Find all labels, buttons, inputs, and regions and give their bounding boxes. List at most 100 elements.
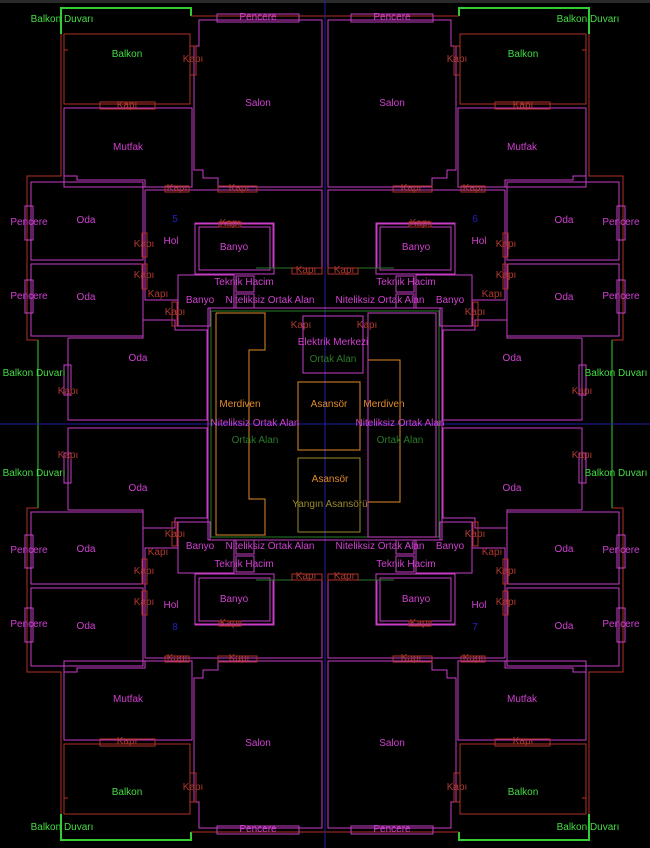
apartment-7-door-label: Kapı [462,653,484,664]
apartment-7-balcony-wall-label: Balkon Duvarı [584,468,648,479]
apartment-6-room-label: Oda [502,353,522,364]
apartment-6-window-label: Pencere [602,291,640,302]
apartment-5-window-label: Pencere [10,217,48,228]
apartment-8-door-label: Kapı [219,618,241,629]
apartment-8-window-label: Pencere [10,545,48,556]
core-unqualified-right-label: Niteliksiz Ortak Alan [355,418,445,429]
apartment-8-door-label: Kapı [57,450,79,461]
apartment-7-kitchen-label: Mutfak [506,694,538,705]
apartment-6-door-label: Kapı [512,100,534,111]
apartment-8-room-label: Oda [76,544,96,555]
apartment-6-salon-label: Salon [379,98,405,109]
apartment-8-technical-shaft-label: Teknik Hacim [214,559,274,570]
apartment-number: 7 [472,622,478,633]
core-unqualified-left-label: Niteliksiz Ortak Alan [210,418,300,429]
apartment-6-door-label: Kapı [446,54,468,65]
apartment-6-window-label: Pencere [602,217,640,228]
apartment-8-door-label: Kapı [182,782,204,793]
apartment-8-balcony-wall-label: Balkon Duvarı [2,468,66,479]
apartment-6-door-label: Kapı [462,183,484,194]
apartment-7-bathroom-label: Banyo [401,594,431,605]
apartment-5-technical-shaft-label: Teknik Hacim [214,277,274,288]
apartment-6-door-label: Kapı [333,265,355,276]
core-outer [207,307,443,541]
apartment-7-hall-label: Hol [471,600,487,611]
apartment-5-door-label: Kapı [164,307,186,318]
apartment-7-door-label: Kapı [495,597,517,608]
apartment-7-door-label: Kapı [571,450,593,461]
apartment-7-common-area-label: Niteliksiz Ortak Alan [335,541,425,552]
apartment-7-room-label: Oda [554,621,574,632]
apartment-7-window-label: Pencere [602,619,640,630]
apartment-5-window-label: Pencere [239,12,277,23]
apartment-5-balcony-wall-label: Balkon Duvarı [30,14,94,25]
apartment-6-hall-label: Hol [471,236,487,247]
apartment-number: 6 [472,214,478,225]
apartment-8-door-label: Kapı [133,597,155,608]
apartment-8-balcony-label: Balkon [111,787,143,798]
apartment-5-room-label: Oda [128,353,148,364]
apartment-6-balcony-wall-label: Balkon Duvarı [556,14,620,25]
apartment-6-door-label: Kapı [464,307,486,318]
core-electric-label: Elektrik Merkezi [297,337,369,348]
apartment-7-door-label: Kapı [495,566,517,577]
apartment-8-hall-label: Hol [163,600,179,611]
apartment-5-door-label: Kapı [219,218,241,229]
apartment-5-window-label: Pencere [10,291,48,302]
apartment-5-room-label: Oda [76,215,96,226]
apartment-7-balcony-label: Balkon [507,787,539,798]
apartment-7-door-label: Kapı [409,618,431,629]
apartment-8-door-label: Kapı [166,653,188,664]
core-stair-left-label: Merdiven [219,399,261,410]
apartment-5-bathroom-label: Banyo [219,242,249,253]
apartment-6-door-label: Kapı [495,270,517,281]
core-common-right-label: Ortak Alan [376,435,424,446]
apartment-5-door-label: Kapı [166,183,188,194]
apartment-7-technical-shaft-label: Teknik Hacim [376,559,436,570]
core-door-right-label: Kapı [356,320,378,331]
apartment-6-bathroom-label: Banyo [435,295,465,306]
apartment-7-door-label: Kapı [446,782,468,793]
core-fire-elevator-label: Yangın Asansörü [292,499,368,510]
apartment-8-window-label: Pencere [10,619,48,630]
core-common-top-label: Ortak Alan [309,354,357,365]
core-door-left-label: Kapı [290,320,312,331]
apartment-5-door-label: Kapı [182,54,204,65]
apartment-6-kitchen-label: Mutfak [506,142,538,153]
apartment-number: 5 [172,214,178,225]
apartment-number: 8 [172,622,178,633]
apartment-5-balcony-label: Balkon [111,49,143,60]
apartment-8-room-label: Oda [76,621,96,632]
apartment-8-door-label: Kapı [228,653,250,664]
stair-right-box [367,312,437,538]
apartment-5-door-label: Kapı [228,183,250,194]
elevator-1 [297,381,361,451]
electric-room [302,315,364,374]
apartment-5-room-label: Oda [76,292,96,303]
apartment-7-room-label: Oda [502,483,522,494]
apartment-6-door-label: Kapı [409,218,431,229]
apartment-8-common-area-label: Niteliksiz Ortak Alan [225,541,315,552]
apartment-8-kitchen-label: Mutfak [112,694,144,705]
apartment-8-window-label: Pencere [239,824,277,835]
core-common-left-label: Ortak Alan [231,435,279,446]
apartment-6-common-area-label: Niteliksiz Ortak Alan [335,295,425,306]
apartment-5-bathroom-label: Banyo [185,295,215,306]
apartment-7-salon-label: Salon [379,738,405,749]
apartment-7-balcony-wall-label: Balkon Duvarı [556,822,620,833]
core-elevator-1-label: Asansör [310,399,348,410]
apartment-6-balcony-wall-label: Balkon Duvarı [584,368,648,379]
apartment-5-door-label: Kapı [147,289,169,300]
apartment-5-kitchen-label: Mutfak [112,142,144,153]
stair-left [215,312,266,536]
apartment-8-door-label: Kapı [295,571,317,582]
apartment-6-door-label: Kapı [481,289,503,300]
apartment-6-window-label: Pencere [373,12,411,23]
apartment-5-door-label: Kapı [133,270,155,281]
core-elevator-2-label: Asansör [311,474,349,485]
elevator-2 [297,457,361,533]
apartment-6-door-label: Kapı [571,386,593,397]
core-green [210,310,440,538]
